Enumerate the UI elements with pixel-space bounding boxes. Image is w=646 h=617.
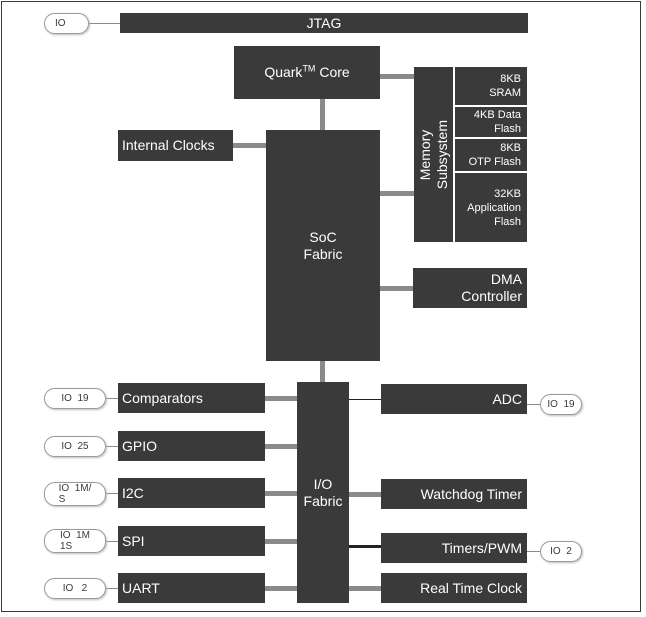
uart-block: UART [118,573,265,603]
gpio-block: GPIO [118,431,265,461]
trademark-mark: TM [302,63,316,74]
adc-io-pin-label: IO 19 [547,399,575,410]
core-soc-connector [320,99,325,130]
real-time-clock-label: Real Time Clock [420,579,522,596]
spi-io-pin-label: IO 1M 1S [59,530,90,552]
sram-block: 8KB SRAM [455,67,527,105]
watchdog-io-connector [349,492,381,497]
io-fabric-label: I/O Fabric [303,475,343,509]
i2c-io-pin: IO 1M/ S [44,482,106,506]
memory-subsystem-label: Memory Subsystem [416,119,450,190]
uart-pin-connector [105,588,119,589]
application-flash-label: 32KB Application Flash [467,187,521,228]
adc-io-pin: IO 19 [540,394,582,415]
clocks-soc-connector [233,143,266,148]
soc-memory-connector [380,191,414,196]
memory-subsystem-block: Memory Subsystem [414,67,453,242]
i2c-label: I2C [122,484,144,501]
comparators-label: Comparators [122,389,203,406]
dma-controller-label: DMA Controller [461,271,522,304]
spi-io-connector [265,539,297,544]
adc-block: ADC [381,384,527,414]
spi-io-pin: IO 1M 1S [44,529,106,553]
otp-flash-block: 8KB OTP Flash [455,139,527,171]
uart-io-pin-label: IO 2 [62,583,88,594]
timers-pin-connector [527,551,541,552]
watchdog-timer-block: Watchdog Timer [381,479,527,509]
timers-pwm-label: Timers/PWM [441,539,522,556]
adc-label: ADC [492,390,522,407]
quark-core-suffix: Core [315,64,350,80]
gpio-io-connector [265,444,297,449]
jtag-io-pin-label: IO [55,18,66,29]
core-memory-connector [380,74,414,79]
data-flash-block: 4KB Data Flash [455,107,527,137]
spi-pin-connector [105,541,119,542]
jtag-block: JTAG [120,13,528,33]
timers-io-connector [349,545,381,548]
adc-io-connector [349,399,381,400]
soc-dma-connector [380,286,414,291]
gpio-io-pin: IO 25 [44,436,106,457]
comparators-io-pin: IO 19 [44,388,106,409]
spi-block: SPI [118,526,265,556]
gpio-pin-connector [105,446,119,447]
i2c-io-connector [265,491,297,496]
uart-io-connector [265,586,297,591]
data-flash-label: 4KB Data Flash [473,109,521,135]
quark-core-label: QuarkTM Core [264,64,349,81]
internal-clocks-block: Internal Clocks [118,130,233,161]
rtc-io-connector [349,586,381,591]
adc-pin-connector [527,404,541,405]
jtag-label: JTAG [306,14,342,31]
comparators-pin-connector [105,398,119,399]
quark-core-name: Quark [264,64,303,80]
soc-fabric-label: SoC Fabric [303,228,343,262]
jtag-pin-connector [88,23,120,24]
gpio-label: GPIO [122,437,158,454]
watchdog-timer-label: Watchdog Timer [420,485,522,502]
sram-label: 8KB SRAM [489,73,521,99]
spi-label: SPI [122,532,145,549]
uart-io-pin: IO 2 [44,578,106,599]
timers-io-pin: IO 2 [540,541,582,562]
dma-controller-block: DMA Controller [413,268,527,308]
i2c-pin-connector [105,493,119,494]
i2c-block: I2C [118,478,265,508]
comparators-io-pin-label: IO 19 [61,393,89,404]
application-flash-block: 32KB Application Flash [455,173,527,242]
soc-fabric-block: SoC Fabric [266,130,380,361]
quark-core-block: QuarkTM Core [234,46,380,99]
comparators-block: Comparators [118,383,265,413]
i2c-io-pin-label: IO 1M/ S [58,483,92,505]
internal-clocks-label: Internal Clocks [122,137,215,153]
uart-label: UART [122,579,160,596]
io-fabric-block: I/O Fabric [297,382,349,603]
comparators-io-connector [265,396,297,401]
real-time-clock-block: Real Time Clock [381,573,527,603]
jtag-io-pin: IO [44,13,89,34]
otp-flash-label: 8KB OTP Flash [468,142,521,168]
timers-io-pin-label: IO 2 [550,546,572,557]
timers-pwm-block: Timers/PWM [381,533,527,563]
soc-io-connector [320,361,325,382]
gpio-io-pin-label: IO 25 [61,441,89,452]
